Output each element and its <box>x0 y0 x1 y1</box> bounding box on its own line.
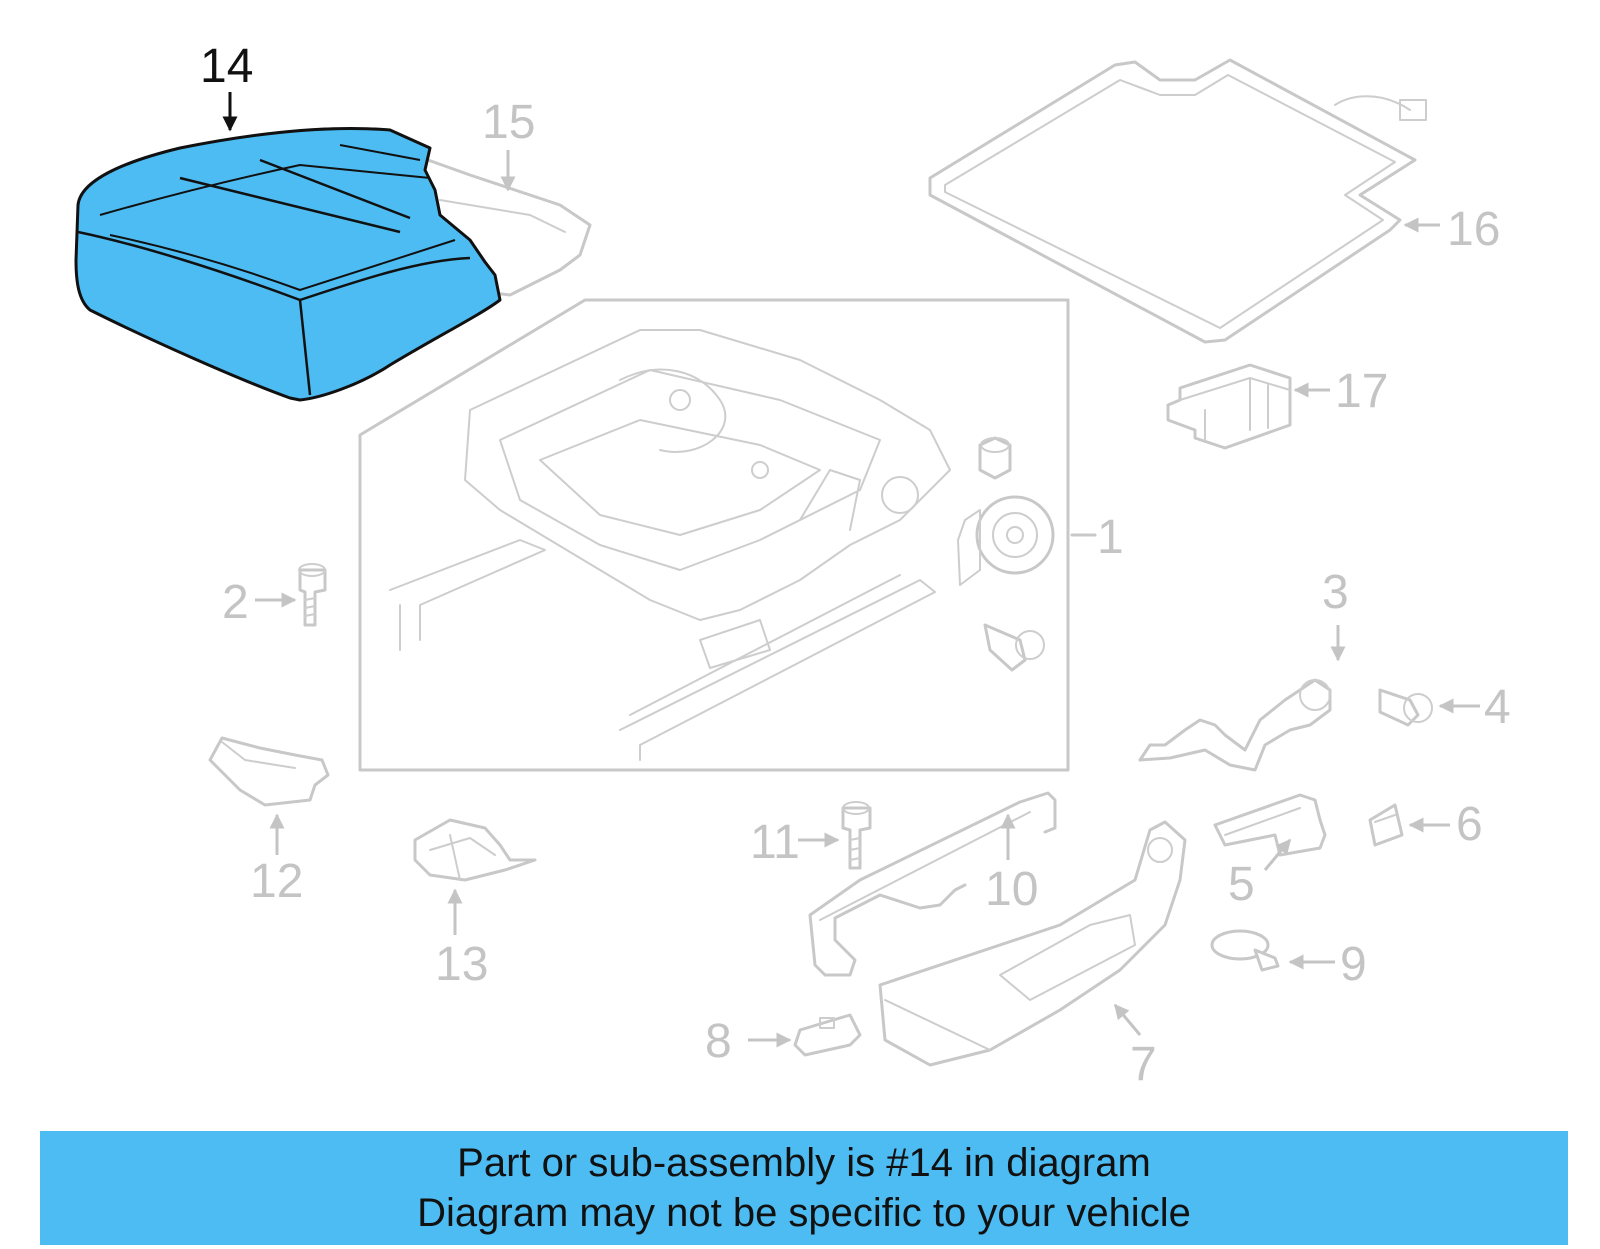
callout-2[interactable]: 2 <box>222 576 249 629</box>
callout-7[interactable]: 7 <box>1130 1038 1157 1091</box>
banner-line-1: Part or sub-assembly is #14 in diagram <box>457 1141 1151 1185</box>
callout-9[interactable]: 9 <box>1340 938 1367 991</box>
part-4-bolt <box>1378 688 1480 727</box>
info-banner: Part or sub-assembly is #14 in diagram D… <box>40 1131 1568 1245</box>
callout-15[interactable]: 15 <box>482 96 535 149</box>
callout-5[interactable]: 5 <box>1228 858 1255 911</box>
callout-13[interactable]: 13 <box>435 938 488 991</box>
callout-14[interactable]: 14 <box>200 40 253 93</box>
callout-3[interactable]: 3 <box>1322 566 1349 619</box>
callout-17[interactable]: 17 <box>1335 365 1388 418</box>
part-14-seat-cushion-cover[interactable] <box>74 92 502 402</box>
callout-8[interactable]: 8 <box>705 1015 732 1068</box>
part-2-bolt <box>255 563 327 627</box>
callout-10[interactable]: 10 <box>985 863 1038 916</box>
part-10-rod <box>808 791 1057 977</box>
part-13-bracket <box>413 818 537 935</box>
part-3-adjuster-lever <box>1138 625 1346 772</box>
part-1-seat-frame-box <box>358 298 1097 772</box>
part-5-handle <box>1213 793 1327 871</box>
part-6-clip <box>1368 803 1450 847</box>
part-11-bolt <box>798 801 872 870</box>
part-8-clip <box>748 1013 862 1057</box>
callout-6[interactable]: 6 <box>1456 798 1483 851</box>
part-17-control-module <box>1166 363 1330 450</box>
callout-11[interactable]: 11 <box>750 816 800 869</box>
part-9-push-pin <box>1210 929 1335 972</box>
banner-line-2: Diagram may not be specific to your vehi… <box>417 1191 1191 1235</box>
part-7-side-shield <box>878 820 1187 1067</box>
callout-12[interactable]: 12 <box>250 855 303 908</box>
part-12-bracket <box>208 736 330 855</box>
callout-16[interactable]: 16 <box>1447 203 1500 256</box>
callout-4[interactable]: 4 <box>1484 681 1511 734</box>
part-16-heater-mat <box>928 58 1440 344</box>
callout-1[interactable]: 1 <box>1097 511 1124 564</box>
parts-diagram: 14 15 16 17 1 2 3 4 5 6 7 8 9 10 11 12 1… <box>74 40 1511 1091</box>
part-15-cushion-pad <box>398 148 592 297</box>
